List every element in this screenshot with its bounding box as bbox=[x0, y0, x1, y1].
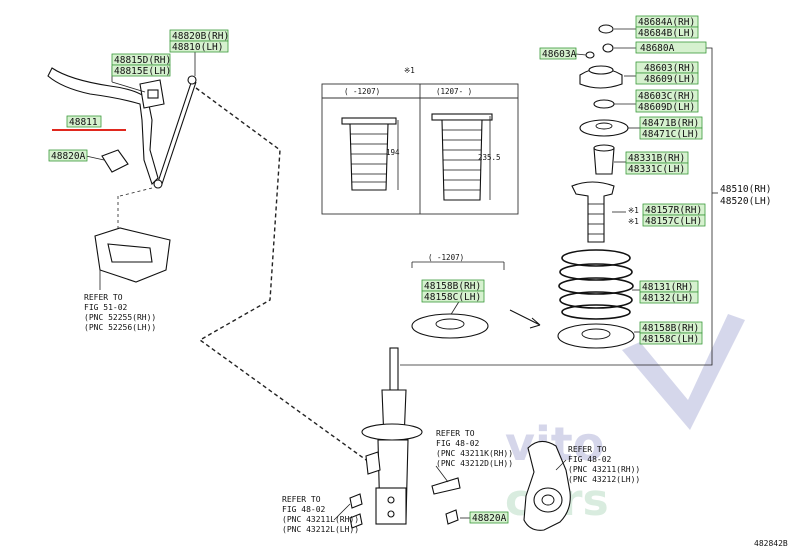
nut-48603A bbox=[585, 51, 595, 59]
small-header-text: ( -1207) bbox=[428, 253, 464, 262]
nut-bottom-a bbox=[349, 493, 363, 509]
label-48331B: 48331B(RH) bbox=[628, 153, 685, 164]
table-col2-header: (1207- ) bbox=[436, 87, 472, 96]
ref-fig51-line4: (PNC 52256(LH)) bbox=[84, 323, 156, 332]
label-48471B: 48471B(RH) bbox=[642, 118, 699, 129]
nut-bottom-b bbox=[349, 513, 363, 529]
coil-spring-48131 bbox=[558, 249, 634, 320]
stabilizer-link bbox=[157, 79, 193, 183]
label-48510: 48510(RH) bbox=[720, 184, 771, 195]
link-to-strut-dashed-line bbox=[195, 87, 381, 471]
stabilizer-bar bbox=[47, 67, 159, 186]
label-48158B-right: 48158B(RH) bbox=[642, 323, 699, 334]
label-48158B-left: 48158B(RH) bbox=[424, 281, 481, 292]
label-48603A: 48603A bbox=[542, 49, 577, 60]
ref-fig48-mid-line2: FIG 48-02 bbox=[436, 439, 480, 448]
boot-48157R bbox=[571, 181, 615, 243]
label-48157R: 48157R(RH) bbox=[645, 205, 702, 216]
bolt bbox=[431, 477, 461, 495]
label-48158C-right: 48158C(LH) bbox=[642, 334, 699, 345]
bearing-48471B bbox=[579, 119, 629, 137]
ref-fig51-line1: REFER TO bbox=[84, 293, 123, 302]
steering-knuckle bbox=[523, 440, 571, 531]
ref-fig48-mid-line4: (PNC 43212D(LH)) bbox=[436, 459, 513, 468]
bracket-tab bbox=[365, 451, 381, 475]
bumper-48331B bbox=[593, 147, 615, 175]
washer-48603C bbox=[593, 99, 615, 109]
label-48684A: 48684A(RH) bbox=[638, 17, 695, 28]
ref-fig48-bottom-line2: FIG 48-02 bbox=[282, 505, 326, 514]
assembly-bracket-line bbox=[400, 47, 713, 366]
ref-fig51: REFER TO FIG 51-02 (PNC 52255(RH)) (PNC … bbox=[84, 293, 156, 332]
label-48820A-bottom: 48820A bbox=[472, 513, 507, 524]
ref-fig51-line2: FIG 51-02 bbox=[84, 303, 128, 312]
note-mark-a: ※1 bbox=[628, 206, 639, 215]
cap-48684A bbox=[598, 24, 614, 34]
label-48609D: 48609D(LH) bbox=[638, 102, 695, 113]
arrow-replaced-by bbox=[509, 309, 541, 329]
table-col1-header: ( -1207) bbox=[344, 87, 380, 96]
ref-fig48-bottom-line1: REFER TO bbox=[282, 495, 321, 504]
stabilizer-bar-group bbox=[47, 67, 197, 283]
part-labels: 48820B(RH) 48810(LH) 48815D(RH) 48815E(L… bbox=[48, 15, 771, 524]
dimension-tall: 235.5 bbox=[478, 153, 501, 162]
ref-fig48-bottom-line3: (PNC 43211L(RH)) bbox=[282, 515, 359, 524]
label-48820B: 48820B(RH) bbox=[172, 31, 229, 42]
label-48820A-left: 48820A bbox=[51, 151, 86, 162]
link-joint-top bbox=[187, 75, 197, 85]
strut-rod bbox=[389, 347, 399, 391]
label-48603: 48603(RH) bbox=[644, 63, 695, 74]
bump-stop-table: ※1 ( -1207) (1207- ) 194 bbox=[321, 66, 519, 215]
label-48520: 48520(LH) bbox=[720, 196, 771, 207]
ref-fig48-right: REFER TO FIG 48-02 (PNC 43211(RH)) (PNC … bbox=[568, 445, 640, 484]
ref-fig48-right-line1: REFER TO bbox=[568, 445, 607, 454]
label-48471C: 48471C(LH) bbox=[642, 129, 699, 140]
lower-insulator-48158B bbox=[557, 323, 635, 349]
label-48815E: 48815E(LH) bbox=[114, 66, 171, 77]
nut-48680A bbox=[602, 43, 614, 53]
figure-code: 482842B bbox=[754, 539, 788, 548]
label-48157C: 48157C(LH) bbox=[645, 216, 702, 227]
ref-fig51-line3: (PNC 52255(RH)) bbox=[84, 313, 156, 322]
strut-assembly-stack bbox=[557, 24, 635, 349]
small-insulator-header: ( -1207) bbox=[411, 253, 541, 339]
bump-stop-short: 194 bbox=[341, 117, 400, 191]
bushing-bracket bbox=[147, 89, 159, 99]
spring-seat bbox=[361, 423, 423, 441]
table-note-mark: ※1 bbox=[404, 66, 415, 75]
label-48158C-left: 48158C(LH) bbox=[424, 292, 481, 303]
watermark-v-logo bbox=[622, 314, 745, 430]
link-joint-bottom bbox=[153, 179, 163, 189]
note-mark-b: ※1 bbox=[628, 217, 639, 226]
strut-shock-absorber bbox=[349, 347, 461, 529]
label-48609: 48609(LH) bbox=[644, 74, 695, 85]
right-leaders bbox=[400, 28, 718, 366]
lower-insulator-old bbox=[411, 313, 489, 339]
bump-stop-tall: 235.5 bbox=[431, 113, 501, 201]
label-48603C: 48603C(RH) bbox=[638, 91, 695, 102]
label-48810: 48810(LH) bbox=[172, 42, 223, 53]
ref-fig48-mid-line3: (PNC 43211K(RH)) bbox=[436, 449, 513, 458]
label-48331C: 48331C(LH) bbox=[628, 164, 685, 175]
dimension-short: 194 bbox=[386, 148, 400, 157]
label-48131: 48131(RH) bbox=[642, 282, 693, 293]
ref-fig48-bottom-line4: (PNC 43212L(LH)) bbox=[282, 525, 359, 534]
label-48815D: 48815D(RH) bbox=[114, 55, 171, 66]
ref-fig48-mid: REFER TO FIG 48-02 (PNC 43211K(RH)) (PNC… bbox=[436, 429, 513, 468]
ref-fig48-right-line2: FIG 48-02 bbox=[568, 455, 612, 464]
nut-48820A-bottom bbox=[445, 509, 459, 525]
ref-fig48-right-line3: (PNC 43211(RH)) bbox=[568, 465, 640, 474]
strut-knuckle-bracket bbox=[375, 487, 407, 525]
label-48132: 48132(LH) bbox=[642, 293, 693, 304]
nut-48820A-left bbox=[101, 149, 129, 173]
ref-fig48-right-line4: (PNC 43212(LH)) bbox=[568, 475, 640, 484]
label-48811: 48811 bbox=[69, 117, 98, 128]
label-48684B: 48684B(LH) bbox=[638, 28, 695, 39]
ref-fig48-bottom: REFER TO FIG 48-02 (PNC 43211L(RH)) (PNC… bbox=[282, 495, 359, 534]
label-48680A: 48680A bbox=[640, 43, 675, 54]
ref-fig48-mid-line1: REFER TO bbox=[436, 429, 475, 438]
